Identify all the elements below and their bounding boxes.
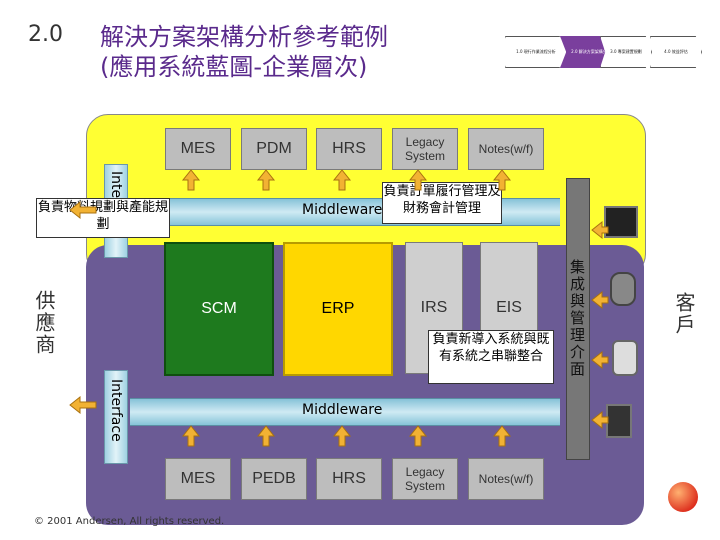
- copyright: © 2001 Andersen, All rights reserved.: [34, 516, 224, 527]
